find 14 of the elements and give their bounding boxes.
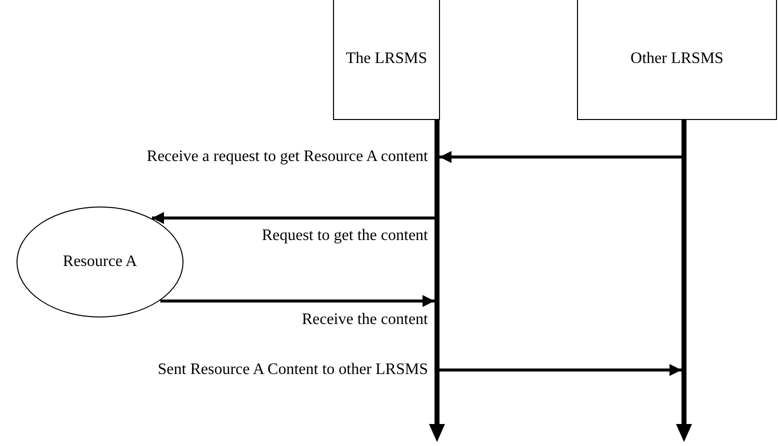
- node-label: Other LRSMS: [630, 49, 724, 69]
- message-arrow: [152, 212, 434, 224]
- resource-ellipse: [16, 206, 184, 318]
- message-arrow: [160, 295, 434, 307]
- lifeline-box: [333, 0, 440, 120]
- node-label: Resource A: [62, 252, 138, 272]
- edge-label: Receive a request to get Resource A content: [146, 148, 428, 166]
- lifeline-arrow: [429, 120, 445, 442]
- lifeline-box: [577, 0, 777, 120]
- message-arrow: [440, 151, 682, 163]
- lifeline-arrow: [676, 120, 692, 442]
- node-label: The LRSMS: [346, 49, 428, 69]
- edge-label: Request to get the content: [262, 227, 428, 245]
- message-arrow: [440, 364, 682, 376]
